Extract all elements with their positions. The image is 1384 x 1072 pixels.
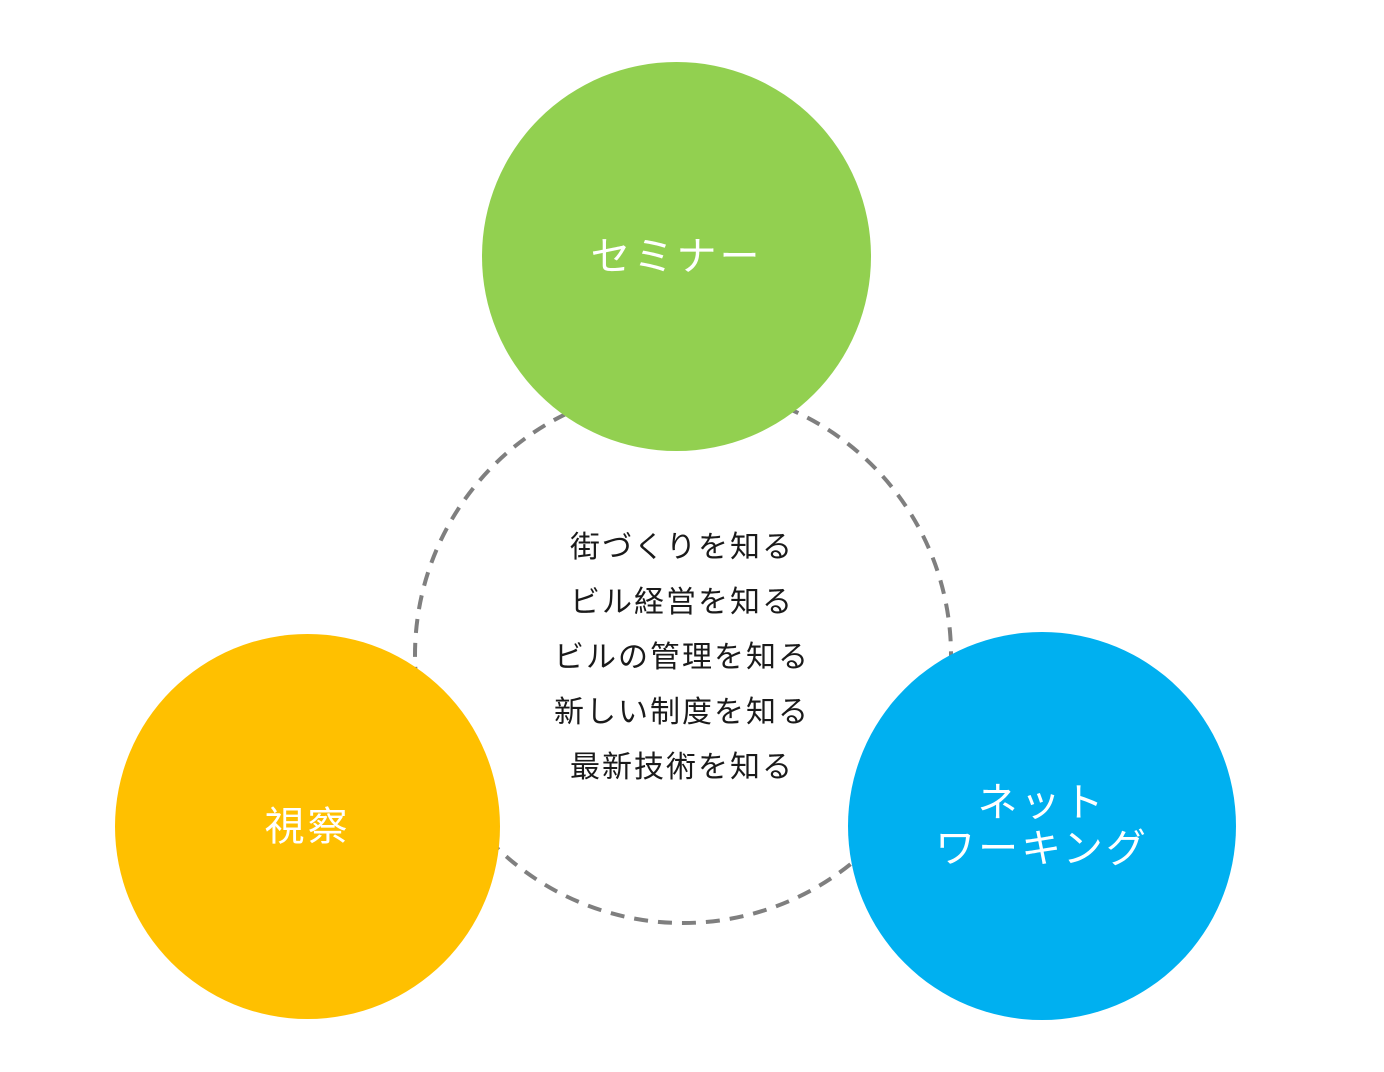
seminar-label: セミナー	[590, 233, 763, 280]
center-item-town-planning: 街づくりを知る	[570, 530, 794, 565]
center-item-building-maintenance: ビルの管理を知る	[554, 640, 810, 675]
center-item-new-systems: 新しい制度を知る	[554, 695, 810, 730]
inspection-circle: 視察	[115, 634, 500, 1019]
networking-label: ネット ワーキング	[935, 780, 1149, 872]
inspection-label: 視察	[264, 803, 351, 850]
networking-circle: ネット ワーキング	[848, 632, 1236, 1020]
center-text-list: 街づくりを知る ビル経営を知る ビルの管理を知る 新しい制度を知る 最新技術を知…	[492, 520, 872, 795]
seminar-circle: セミナー	[482, 62, 871, 451]
center-item-latest-technology: 最新技術を知る	[570, 750, 794, 785]
center-item-building-management: ビル経営を知る	[570, 585, 794, 620]
